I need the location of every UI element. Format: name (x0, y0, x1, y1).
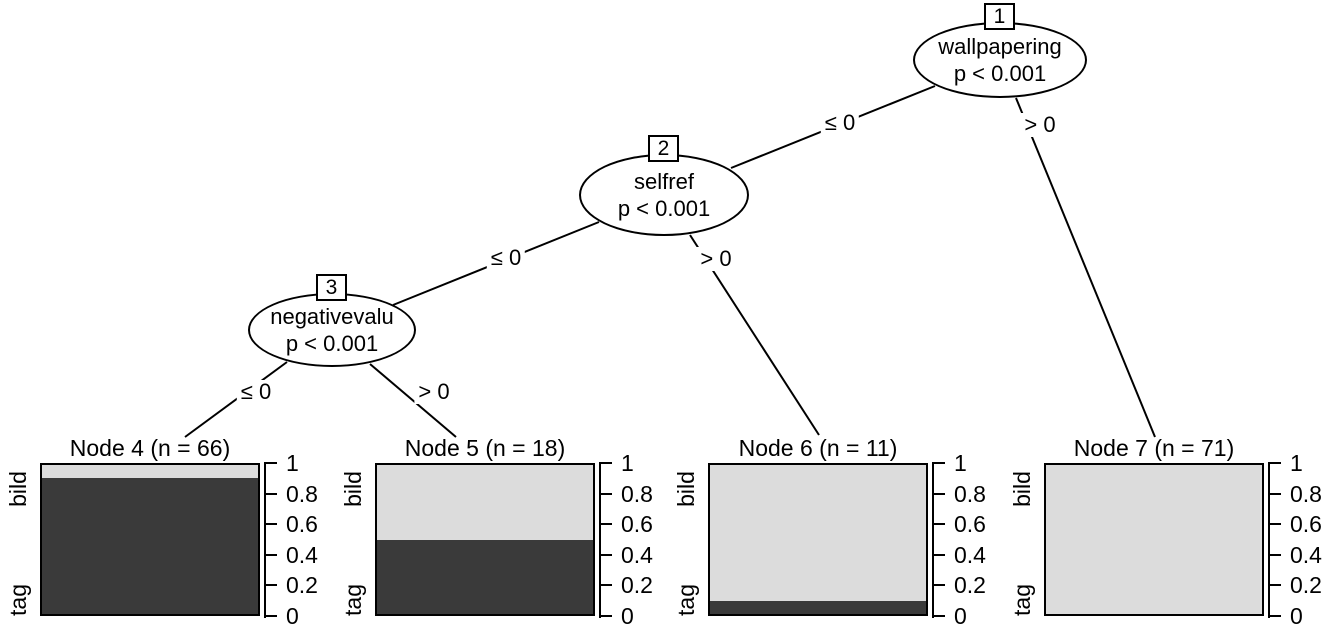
y-axis-tick (264, 554, 277, 556)
y-axis-line (932, 463, 934, 618)
tag-segment-node4 (42, 478, 258, 614)
y-axis-tick-label: 0 (1290, 603, 1303, 629)
y-axis-tick (1268, 584, 1281, 586)
edge-label-node1-right: > 0 (1020, 113, 1060, 137)
node3-pvalue: p < 0.001 (285, 331, 379, 356)
y-axis-line (599, 463, 601, 618)
y-axis-tick-label: 0.4 (621, 542, 653, 568)
y-axis-tick (264, 493, 277, 495)
node2-ellipse: selfref p < 0.001 (579, 154, 749, 236)
node2-id-badge: 2 (648, 135, 679, 162)
y-axis-tick-label: 0.4 (1290, 542, 1322, 568)
y-axis-tick (264, 462, 277, 464)
y-axis-tick-label: 0.6 (621, 511, 653, 537)
y-axis-tick-label: 0 (286, 603, 299, 629)
y-axis-tick-label: 0.2 (954, 572, 986, 598)
category-label-tag: tag (1009, 584, 1035, 616)
y-axis-tick (932, 493, 945, 495)
node3-ellipse: negativevalu p < 0.001 (248, 293, 416, 367)
y-axis-line (264, 463, 266, 618)
category-label-bild: bild (1009, 471, 1035, 507)
node2-pvalue: p < 0.001 (617, 196, 711, 221)
y-axis-tick (932, 615, 945, 617)
y-axis-tick (932, 584, 945, 586)
category-label-tag: tag (5, 584, 31, 616)
node3-id-badge: 3 (316, 274, 347, 301)
y-axis-tick (1268, 493, 1281, 495)
node1-pvalue: p < 0.001 (953, 61, 1047, 86)
terminal-title-node5: Node 5 (n = 18) (404, 435, 566, 461)
terminal-title-node7: Node 7 (n = 71) (1073, 435, 1235, 461)
edge-label-node2-right: > 0 (696, 247, 736, 271)
y-axis-tick (1268, 462, 1281, 464)
terminal-panel-node6: Node 6 (n = 11) bild tag 1 0.8 0.6 0.4 0… (668, 435, 992, 631)
y-axis-tick-label: 0.8 (621, 481, 653, 507)
y-axis-tick-label: 1 (286, 450, 299, 476)
category-label-tag: tag (673, 584, 699, 616)
y-axis-tick-label: 0.8 (286, 481, 318, 507)
terminal-title-node4: Node 4 (n = 66) (69, 435, 231, 461)
y-axis-tick-label: 0.2 (286, 572, 318, 598)
y-axis-tick-label: 1 (621, 450, 634, 476)
terminal-panel-node4: Node 4 (n = 66) bild tag 1 0.8 0.6 0.4 0… (0, 435, 324, 631)
tag-segment-node5 (377, 539, 593, 614)
y-axis-tick-label: 0.6 (286, 511, 318, 537)
category-label-tag: tag (340, 584, 366, 616)
stacked-bar-node7 (1044, 463, 1264, 616)
node1-variable: wallpapering (938, 34, 1062, 59)
y-axis-tick-label: 0.2 (621, 572, 653, 598)
y-axis-tick (599, 462, 612, 464)
terminal-title-node6: Node 6 (n = 11) (738, 435, 898, 461)
y-axis-tick (932, 462, 945, 464)
y-axis-tick (1268, 523, 1281, 525)
y-axis-tick-label: 0 (621, 603, 634, 629)
edge-label-node3-right: > 0 (414, 380, 454, 404)
y-axis-tick-label: 0.8 (954, 481, 986, 507)
y-axis-tick-label: 0 (954, 603, 967, 629)
tree-node-2: selfref p < 0.001 2 (579, 135, 749, 236)
y-axis-tick (599, 615, 612, 617)
y-axis-tick-label: 0.6 (1290, 511, 1322, 537)
y-axis-tick (264, 615, 277, 617)
node3-variable: negativevalu (270, 304, 394, 329)
y-axis-tick-label: 0.6 (954, 511, 986, 537)
y-axis-tick-label: 1 (954, 450, 967, 476)
y-axis-tick (1268, 554, 1281, 556)
tag-segment-node6 (710, 600, 926, 614)
edge-label-node1-left: ≤ 0 (820, 111, 860, 135)
y-axis-tick-label: 0.4 (286, 542, 318, 568)
terminal-panel-node7: Node 7 (n = 71) bild tag 1 0.8 0.6 0.4 0… (1004, 435, 1328, 631)
node2-variable: selfref (634, 169, 694, 194)
stacked-bar-node4 (40, 463, 260, 616)
y-axis-tick-label: 0.4 (954, 542, 986, 568)
terminal-panel-node5: Node 5 (n = 18) bild tag 1 0.8 0.6 0.4 0… (335, 435, 659, 631)
tree-node-1: wallpapering p < 0.001 1 (913, 3, 1087, 98)
edge-label-node2-left: ≤ 0 (486, 246, 526, 270)
y-axis-tick-label: 1 (1290, 450, 1303, 476)
y-axis-tick-label: 0.8 (1290, 481, 1322, 507)
edge-node3-node5 (369, 363, 457, 438)
y-axis-tick (932, 554, 945, 556)
y-axis-tick (599, 554, 612, 556)
category-label-bild: bild (5, 471, 31, 507)
y-axis-tick (264, 584, 277, 586)
y-axis-tick (599, 584, 612, 586)
category-label-bild: bild (340, 471, 366, 507)
y-axis-tick (1268, 615, 1281, 617)
node1-ellipse: wallpapering p < 0.001 (913, 22, 1087, 98)
y-axis-tick (264, 523, 277, 525)
edge-label-node3-left: ≤ 0 (236, 380, 276, 404)
category-label-bild: bild (673, 471, 699, 507)
y-axis-tick (599, 493, 612, 495)
y-axis-tick-label: 0.2 (1290, 572, 1322, 598)
edge-node3-node4 (184, 361, 288, 438)
y-axis-tick (932, 523, 945, 525)
y-axis-line (1268, 463, 1270, 618)
tree-node-3: negativevalu p < 0.001 3 (248, 274, 416, 367)
node1-id-badge: 1 (984, 3, 1015, 30)
stacked-bar-node5 (375, 463, 595, 616)
edge-node1-node7 (1015, 97, 1156, 438)
stacked-bar-node6 (708, 463, 928, 616)
y-axis-tick (599, 523, 612, 525)
